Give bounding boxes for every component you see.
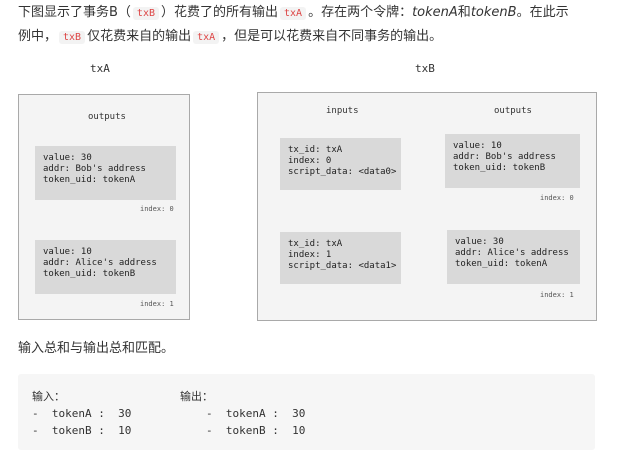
card-line: index: 0 [288, 156, 332, 166]
card-line: tx_id: txA [288, 239, 343, 249]
card-line: token_uid: tokenA [43, 175, 136, 185]
txa-title: txA [90, 62, 110, 75]
txb-input-1: tx_id: txA index: 1 script_data: <data1> [280, 232, 401, 284]
card-line: token_uid: tokenB [43, 269, 136, 279]
intro-text: 例中， [18, 29, 58, 44]
inline-code-txa: txA [280, 7, 307, 20]
card-line: value: 10 [453, 141, 502, 151]
card-line: value: 10 [43, 247, 92, 257]
intro-text: 下图显示了事务B（ [18, 5, 131, 20]
inline-code-txb: txB [59, 31, 86, 44]
code-outputs-label: 输出： [180, 390, 213, 403]
card-line: tx_id: txA [288, 145, 343, 155]
txb-output-0: value: 10 addr: Bob's address token_uid:… [445, 134, 580, 188]
txb-outputs-title: outputs [494, 106, 532, 116]
txa-output-0-index: index: 0 [140, 205, 174, 213]
card-line: addr: Alice's address [455, 248, 569, 258]
txb-title: txB [415, 62, 435, 75]
card-line: script_data: <data0> [288, 167, 397, 177]
summary-text: 输入总和与输出总和匹配。 [18, 341, 175, 356]
token-a-name: tokenA [412, 5, 458, 20]
code-input-line: - tokenA : 30 [32, 407, 132, 420]
card-line: token_uid: tokenB [453, 163, 546, 173]
intro-text: 仅花费来自的输出 [87, 29, 192, 44]
txb-output-1-index: index: 1 [540, 291, 574, 299]
inline-code-txb: txB [132, 7, 159, 20]
card-line: addr: Bob's address [43, 164, 146, 174]
card-line: token_uid: tokenA [455, 259, 548, 269]
code-output-line: - tokenA : 30 [206, 407, 306, 420]
code-inputs-label: 输入： [32, 390, 65, 403]
txb-input-0: tx_id: txA index: 0 script_data: <data0> [280, 138, 401, 190]
card-line: script_data: <data1> [288, 261, 397, 271]
txa-output-0: value: 30 addr: Bob's address token_uid:… [35, 146, 176, 200]
card-line: index: 1 [288, 250, 332, 260]
code-output-line: - tokenB : 10 [206, 424, 306, 437]
card-line: value: 30 [455, 237, 504, 247]
card-line: addr: Alice's address [43, 258, 157, 268]
txb-panel [257, 92, 597, 321]
inline-code-txa: txA [193, 31, 220, 44]
intro-text: 。在此示 [516, 5, 569, 20]
intro-text: 和 [457, 5, 471, 20]
txb-output-0-index: index: 0 [540, 194, 574, 202]
token-b-name: tokenB [470, 5, 517, 20]
txa-output-1-index: index: 1 [140, 300, 174, 308]
intro-text: ）花费了的所有输出 [160, 5, 278, 20]
txa-outputs-title: outputs [88, 112, 126, 122]
txb-inputs-title: inputs [326, 106, 359, 116]
txb-output-1: value: 30 addr: Alice's address token_ui… [447, 230, 580, 284]
code-block: 输入： 输出： - tokenA : 30 - tokenB : 10 - to… [18, 374, 595, 450]
card-line: addr: Bob's address [453, 152, 556, 162]
intro-text: 。存在两个令牌： [308, 5, 413, 20]
code-input-line: - tokenB : 10 [32, 424, 132, 437]
txa-output-1: value: 10 addr: Alice's address token_ui… [35, 240, 176, 294]
card-line: value: 30 [43, 153, 92, 163]
intro-text: ，但是可以花费来自不同事务的输出。 [221, 29, 443, 44]
